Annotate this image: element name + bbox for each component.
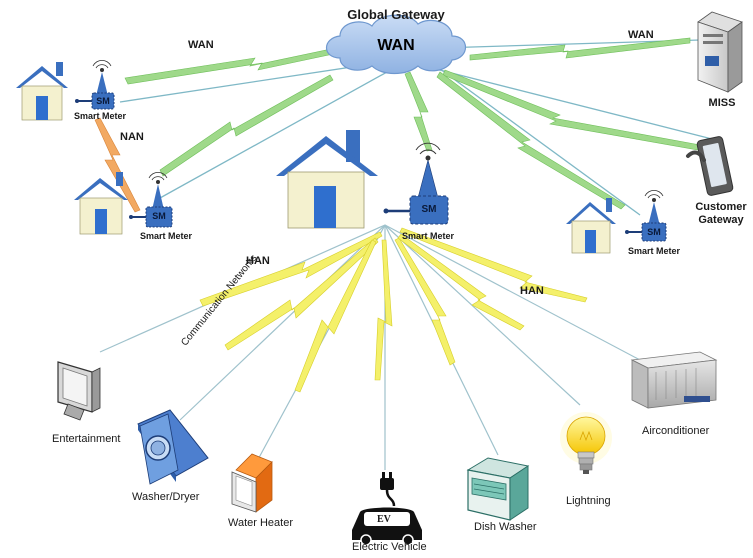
smart-meter-badge-2: SM xyxy=(152,211,166,221)
wan-cloud xyxy=(325,14,467,75)
smart-meter-label-3: Smart Meter xyxy=(628,246,681,256)
smart-meter-badge-main: SM xyxy=(421,204,437,215)
smart-meter-icon-2 xyxy=(129,172,173,228)
smart-meter-badge-3: SM xyxy=(647,227,661,237)
house-icon-3 xyxy=(566,198,616,254)
miss-label: MISS xyxy=(708,97,736,109)
nan-lightning-bolt xyxy=(94,117,141,213)
air-conditioner-label: Airconditioner xyxy=(642,425,710,437)
smart-meter-icon-main xyxy=(383,142,449,225)
electric-vehicle-label: Electric Vehicle xyxy=(352,541,427,553)
global-gateway-title: Global Gateway xyxy=(347,7,445,22)
light-bulb-icon xyxy=(560,412,612,474)
electric-vehicle-icon xyxy=(352,472,422,546)
smart-meter-icon-3 xyxy=(625,190,667,242)
han-lightning-bolts xyxy=(199,227,588,393)
cloud-wan-label: WAN xyxy=(377,37,415,54)
nan-link-label: NAN xyxy=(120,131,144,143)
smart-meter-label-main: Smart Meter xyxy=(402,231,455,241)
han-link-label-right: HAN xyxy=(520,285,544,297)
smart-meter-label-2: Smart Meter xyxy=(140,231,193,241)
thin-link-lines xyxy=(119,39,717,216)
wan-lightning-bolts xyxy=(124,37,701,210)
lightning-label: Lightning xyxy=(566,495,611,507)
customer-gateway-label: Customer Gateway xyxy=(695,201,747,226)
house-icon-1 xyxy=(16,62,68,121)
tablet-icon xyxy=(686,136,734,196)
smart-meter-badge-1: SM xyxy=(96,96,110,106)
wan-link-label-left: WAN xyxy=(188,39,214,51)
han-link-label-left: HAN xyxy=(246,255,270,267)
server-icon xyxy=(697,11,743,93)
washer-dryer-label: Washer/Dryer xyxy=(132,491,200,503)
washer-dryer-icon xyxy=(137,409,209,485)
smart-meter-icon-1 xyxy=(75,60,115,110)
water-heater-label: Water Heater xyxy=(228,517,294,529)
wan-link-label-right: WAN xyxy=(628,29,654,41)
house-icon-main xyxy=(276,130,378,229)
water-heater-icon xyxy=(231,453,273,513)
entertainment-label: Entertainment xyxy=(52,433,121,445)
dish-washer-icon xyxy=(466,457,530,521)
house-icon-2 xyxy=(74,172,128,235)
dish-washer-label: Dish Washer xyxy=(474,521,537,533)
air-conditioner-icon xyxy=(630,351,718,409)
ev-badge-label: EV xyxy=(377,514,391,525)
monitor-icon xyxy=(57,361,101,421)
smart-meter-label-1: Smart Meter xyxy=(74,111,127,121)
